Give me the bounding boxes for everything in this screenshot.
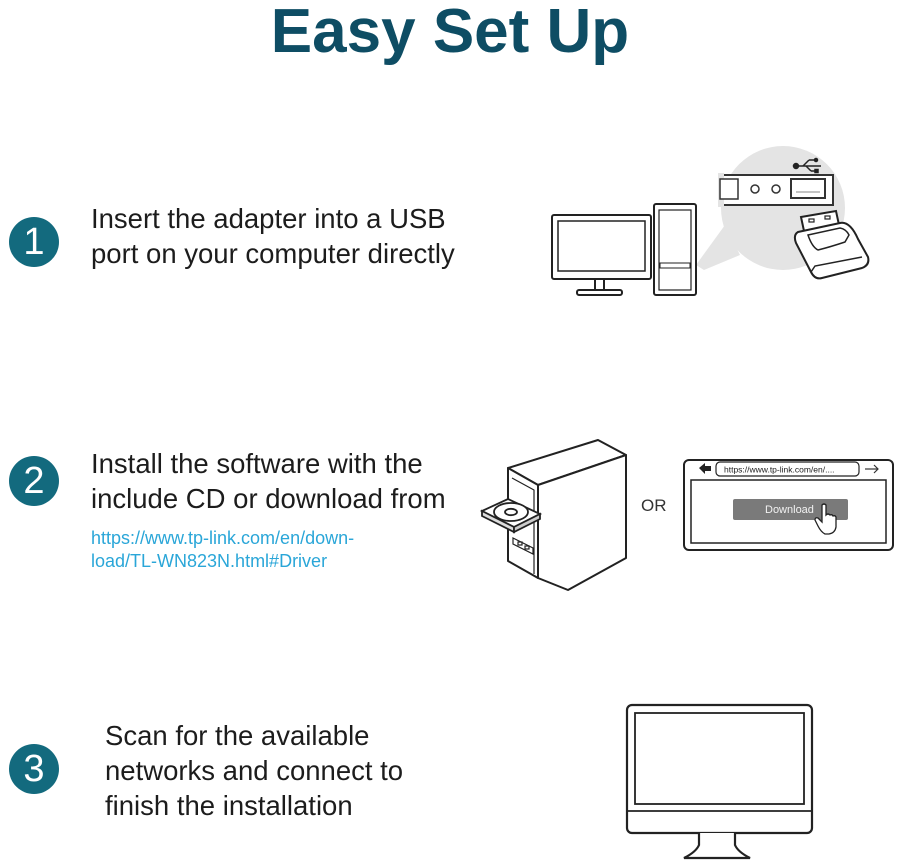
step-number-badge: 1 [9,217,59,267]
hand-cursor-icon [814,503,837,535]
page-title: Easy Set Up [270,0,630,66]
zoom-connector [696,225,740,270]
monitor-icon [551,214,652,296]
step-text-line: Insert the adapter into a USB [91,203,446,234]
download-button-label: Download [765,504,814,516]
step-text-line: Install the software with the [91,448,423,479]
step-text-line: networks and connect to [105,755,404,786]
monitor-illustration [625,703,814,860]
driver-download-link[interactable]: https://www.tp-link.com/en/down- load/TL… [91,527,354,573]
download-button [733,499,848,520]
step-text-line: finish the installation [105,790,353,821]
or-label: OR [641,496,667,515]
browser-download-illustration: https://www.tp-link.com/en/.... Download [683,459,894,551]
tower-pc-icon [653,203,697,296]
usb-adapter [793,209,870,280]
usb-port [790,178,826,199]
link-line[interactable]: load/TL-WN823N.html#Driver [91,551,328,571]
computer-usb-illustration [551,146,870,296]
link-line[interactable]: https://www.tp-link.com/en/down- [91,528,355,548]
step-number-badge: 3 [9,744,59,794]
step-3-text: Scan for the available networks and conn… [105,718,403,823]
step-text-line: include CD or download from [91,483,446,514]
step-1-text: Insert the adapter into a USB port on yo… [91,201,455,271]
forward-arrow-icon [865,464,879,474]
cd-tray-icon [479,498,543,534]
step-text-line: Scan for the available [105,720,370,751]
step-number-badge: 2 [9,456,59,506]
step-2-text: Install the software with the include CD… [91,446,446,516]
address-bar-url: https://www.tp-link.com/en/.... [724,465,835,475]
address-bar [715,461,860,477]
cd-tower-illustration [479,439,627,591]
usb-symbol-icon [792,157,821,174]
back-arrow-icon [699,463,711,474]
step-text-line: port on your computer directly [91,238,455,269]
